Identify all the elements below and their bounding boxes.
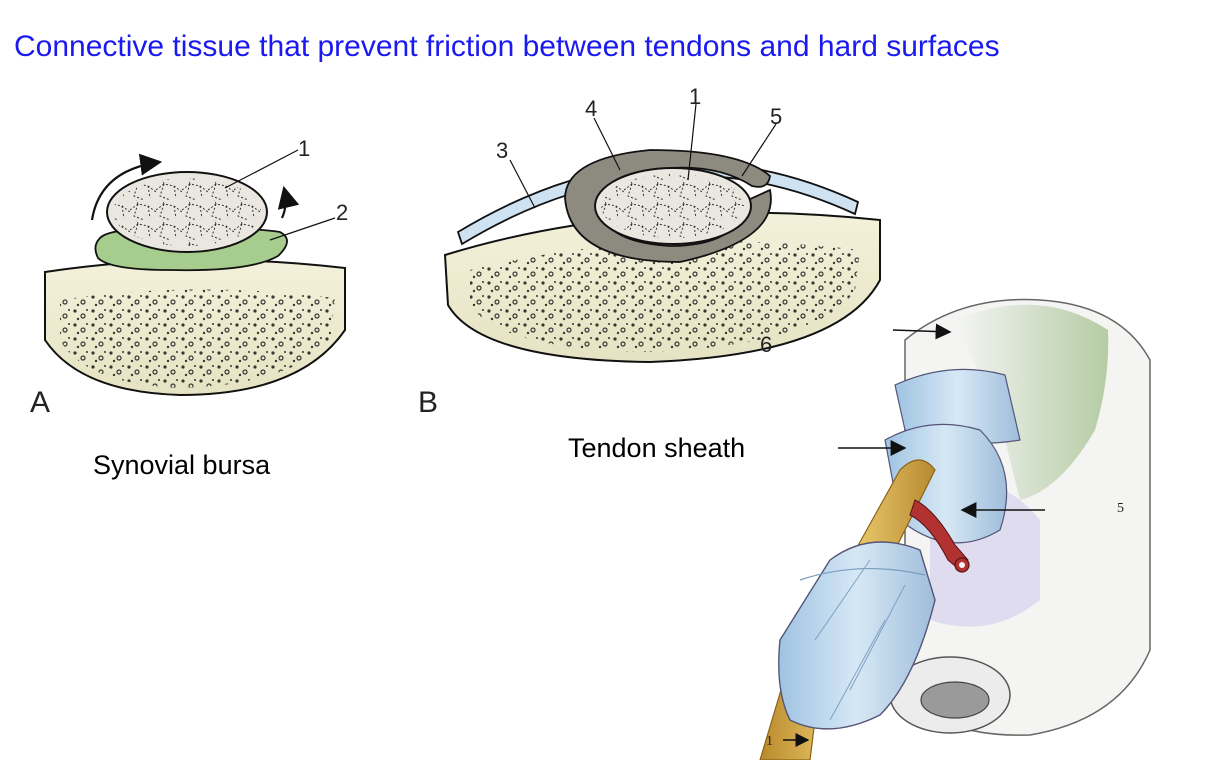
panel-b-label-1: 1 (689, 84, 701, 109)
panel-a-label-2: 2 (336, 200, 348, 225)
panel-b-diagram: 4 1 5 3 6 (443, 84, 881, 364)
panel-a-caption: Synovial bursa (93, 450, 271, 480)
panel-b-label-3: 3 (496, 138, 508, 163)
panel-b-letter: B (418, 386, 439, 419)
illustration-label-5: 5 (1117, 501, 1124, 516)
panel-a-letter: A (30, 386, 51, 419)
panel-b-label-4: 4 (585, 96, 597, 121)
panel-a-up-arrow (277, 185, 300, 219)
panel-a-label-1: 1 (298, 136, 310, 161)
panel-b-label-6: 6 (760, 332, 772, 357)
panel-b-label-5: 5 (770, 104, 782, 129)
panel-a-diagram: 1 2 (44, 136, 348, 397)
page-title: Connective tissue that prevent friction … (14, 30, 1000, 63)
sheath-illustration: 5 1 (759, 298, 1151, 760)
panel-b-caption: Tendon sheath (568, 433, 746, 463)
illustration-label-1: 1 (766, 734, 773, 749)
sheath-lower-segment (778, 541, 936, 730)
panel-a-rotation-arrow (90, 153, 163, 221)
outer-cylinder-striations (955, 304, 1109, 500)
